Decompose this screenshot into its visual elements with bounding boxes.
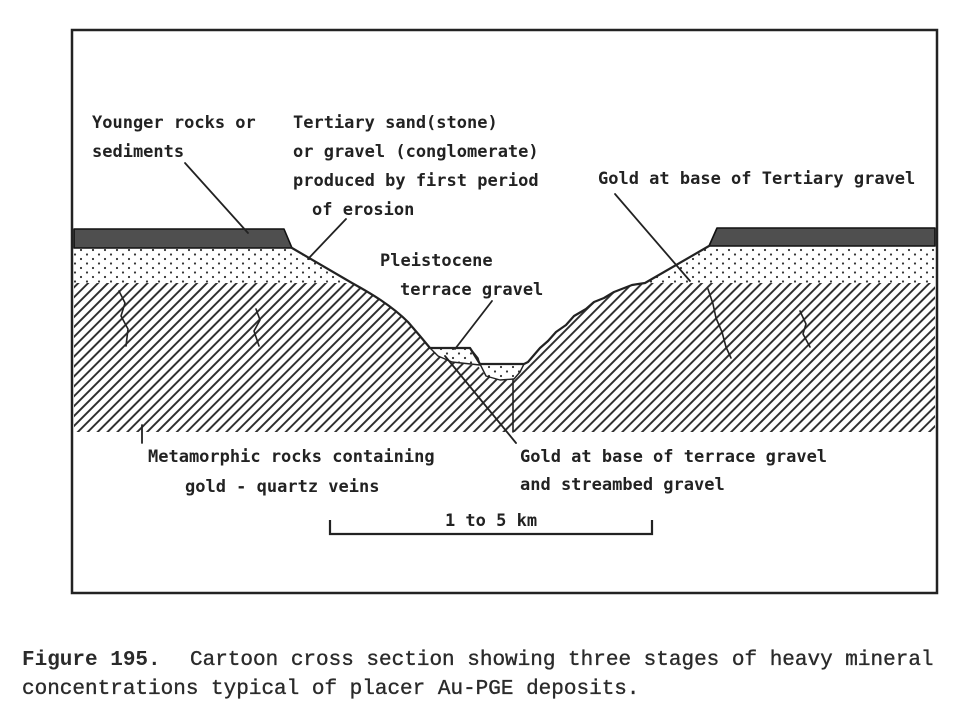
scale-bar-line xyxy=(328,520,654,536)
younger-rocks-label-line-1: Younger rocks or xyxy=(92,113,256,133)
scale-bar: 1 to 5 km xyxy=(328,511,654,536)
tertiary-gravel-label-line-4: of erosion xyxy=(312,200,414,220)
leader-lines xyxy=(141,162,691,444)
tertiary-gravel-label-line-1: Tertiary sand(stone) xyxy=(293,113,498,133)
quartz-vein xyxy=(253,308,261,347)
younger-rocks-left xyxy=(73,228,293,249)
scale-bar-label: 1 to 5 km xyxy=(445,511,537,531)
caption-line-1: Figure 195. Cartoon cross section showin… xyxy=(22,649,934,672)
tertiary-gravel-left xyxy=(74,248,352,283)
gold-terrace-label-line-1: Gold at base of terrace gravel xyxy=(520,447,827,467)
pleistocene-label-line-2: terrace gravel xyxy=(400,280,543,300)
gold-tertiary-label: Gold at base of Tertiary gravel xyxy=(598,169,915,189)
younger-rocks-right xyxy=(708,227,936,247)
labels: Younger rocks or sediments Tertiary sand… xyxy=(92,113,915,497)
gold-terrace-label-line-2: and streambed gravel xyxy=(520,475,725,495)
quartz-vein xyxy=(118,290,129,347)
leader-tertiary-gravel xyxy=(307,218,347,260)
valley-profile-line xyxy=(290,244,711,366)
younger-rocks-label-line-2: sediments xyxy=(92,142,184,162)
leader-younger-rocks xyxy=(184,162,249,234)
metamorphic-label-line-2: gold - quartz veins xyxy=(185,477,379,497)
tertiary-gravel-right xyxy=(645,246,935,283)
leader-gold-terrace xyxy=(444,355,517,444)
leader-gold-tertiary xyxy=(614,193,691,282)
tertiary-gravel-label-line-2: or gravel (conglomerate) xyxy=(293,142,539,162)
leader-pleistocene xyxy=(454,300,493,350)
cross-section xyxy=(73,227,936,433)
caption-figure-number: Figure 195. xyxy=(22,649,161,672)
caption-line-2: concentrations typical of placer Au-PGE … xyxy=(22,678,640,701)
quartz-veins xyxy=(118,288,811,359)
tertiary-gravel-label-line-3: produced by first period xyxy=(293,171,539,191)
figure-frame xyxy=(70,28,939,595)
quartz-vein xyxy=(707,288,732,359)
pleistocene-label-line-1: Pleistocene xyxy=(380,251,493,271)
quartz-vein xyxy=(799,310,811,348)
metamorphic-label-line-1: Metamorphic rocks containing xyxy=(148,447,435,467)
figure-caption: Figure 195. Cartoon cross section showin… xyxy=(22,649,934,701)
metamorphic-rock-layer xyxy=(74,283,935,432)
caption-line-1-text: Cartoon cross section showing three stag… xyxy=(190,649,934,672)
